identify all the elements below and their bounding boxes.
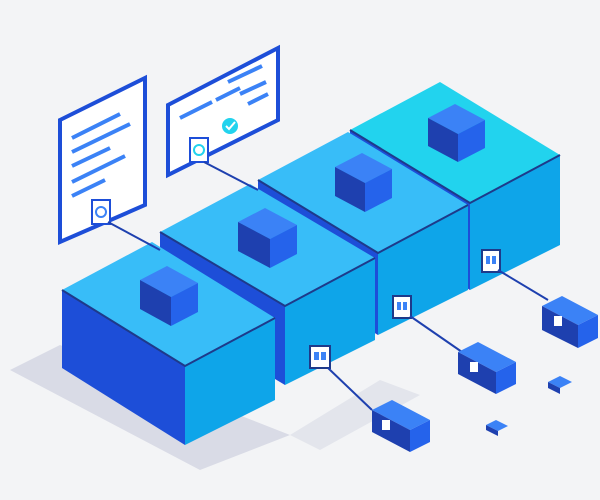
- document-panel: [58, 74, 147, 246]
- loose-chip-1: [486, 420, 508, 436]
- server-2-right: [285, 258, 375, 385]
- plug-icon: [189, 137, 209, 163]
- checkmark-panel: [166, 44, 280, 179]
- port-icon: [481, 249, 501, 273]
- port-icon: [392, 295, 412, 319]
- document-lines-icon: [71, 112, 131, 198]
- endpoint-node-2: [458, 342, 516, 394]
- port-icon: [309, 345, 331, 369]
- endpoint-node-3: [542, 296, 598, 348]
- gear-icon: [91, 199, 111, 225]
- checkmark-icon: [222, 118, 238, 134]
- server-1-right: [185, 318, 275, 445]
- connector-wires: [107, 161, 549, 411]
- endpoint-node-1: [372, 400, 430, 452]
- server-block-1: [61, 242, 276, 445]
- loose-chip-2: [548, 376, 572, 394]
- server-1-front: [62, 290, 185, 445]
